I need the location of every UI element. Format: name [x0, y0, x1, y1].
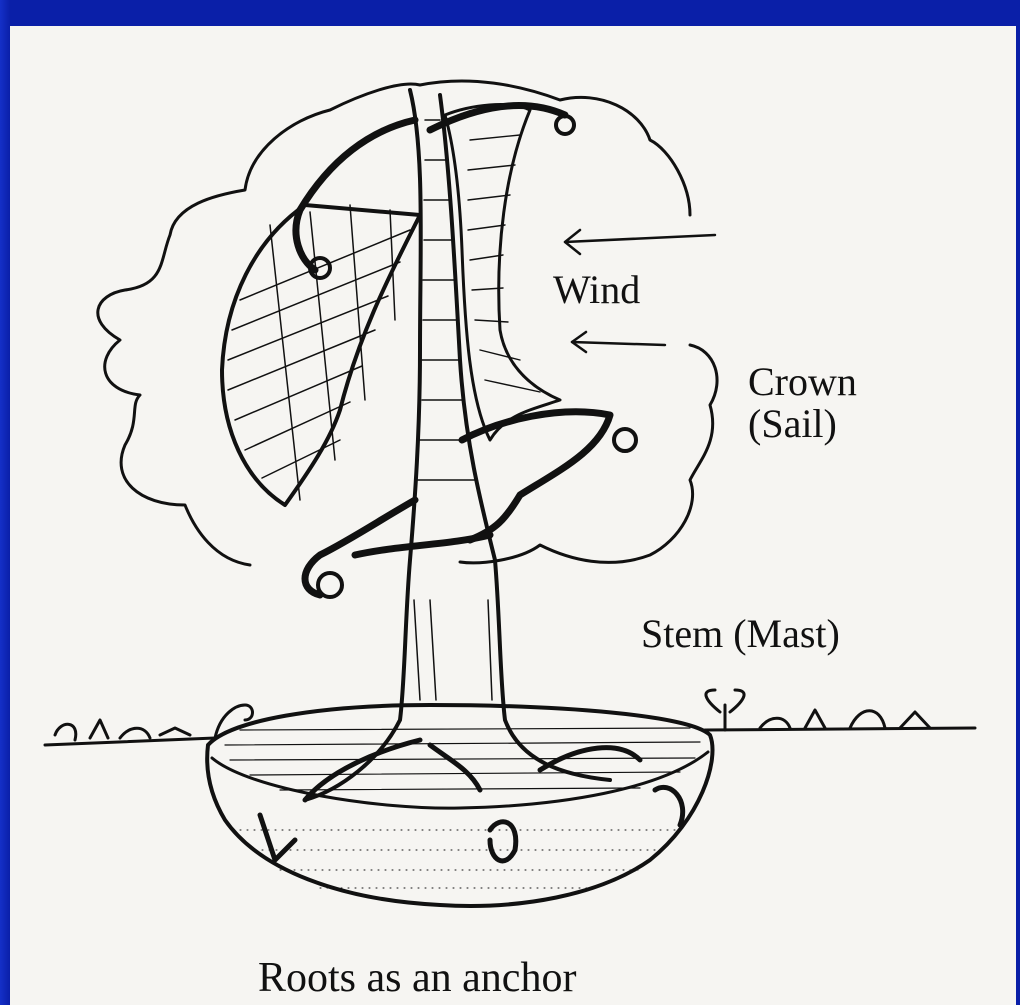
crown-shade: [222, 205, 420, 505]
sail-label: (Sail): [748, 404, 837, 444]
crown-outline: [98, 81, 717, 565]
branch-bottom: [355, 535, 490, 555]
wind-label: Wind: [553, 270, 640, 310]
roots-caption: Roots as an anchor: [258, 957, 576, 999]
branch-upper-right: [430, 106, 565, 130]
crown-label: Crown: [748, 362, 857, 402]
soil-ball: [207, 705, 712, 906]
stem-label: Stem (Mast): [641, 614, 840, 654]
